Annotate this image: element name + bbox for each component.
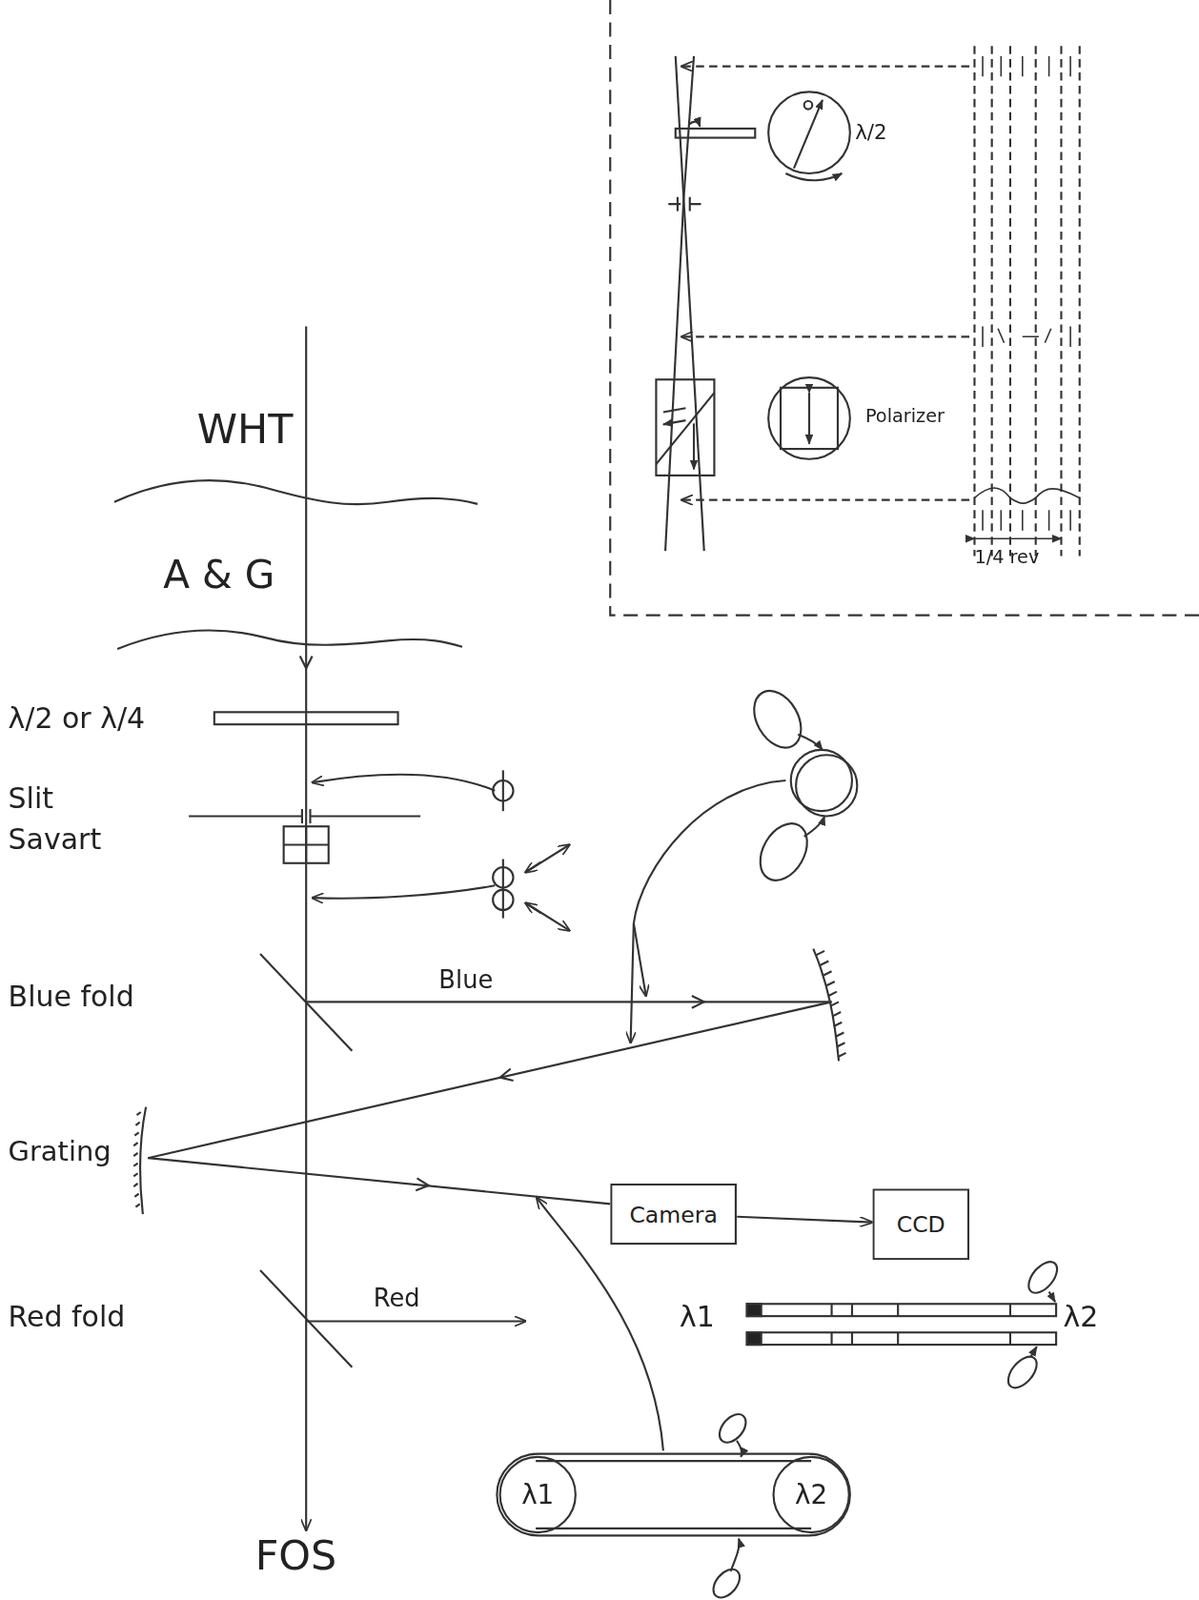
part-label: Slit xyxy=(8,783,54,815)
part-label: λ2 xyxy=(1063,1301,1099,1334)
part-label: λ1 xyxy=(679,1301,715,1334)
beam-connector xyxy=(736,1217,873,1223)
part-label: FOS xyxy=(255,1532,338,1578)
ccd-box: CCD xyxy=(872,1188,970,1260)
pulley-circle: λ2 xyxy=(772,1456,850,1534)
pulley-circle: λ1 xyxy=(499,1456,577,1534)
node-text: Camera xyxy=(629,1201,717,1228)
node-text: λ2 xyxy=(794,1479,828,1510)
part-label: Red xyxy=(373,1285,421,1313)
node-text: CCD xyxy=(896,1211,946,1238)
part-label: WHT xyxy=(197,406,294,451)
part-label: Blue fold xyxy=(8,981,135,1014)
part-label: 1/4 rev xyxy=(974,547,1039,568)
part-label: Blue xyxy=(438,967,493,995)
part-label: λ/2 xyxy=(854,120,888,143)
part-label: λ/2 or λ/4 xyxy=(8,704,146,736)
camera-box: Camera xyxy=(609,1183,737,1245)
part-label: Grating xyxy=(8,1137,112,1168)
part-label: Polarizer xyxy=(865,406,945,427)
part-label: Red fold xyxy=(8,1301,126,1334)
node-text: λ1 xyxy=(521,1479,554,1510)
part-label: A & G xyxy=(162,553,275,597)
part-label: Savart xyxy=(8,824,102,856)
